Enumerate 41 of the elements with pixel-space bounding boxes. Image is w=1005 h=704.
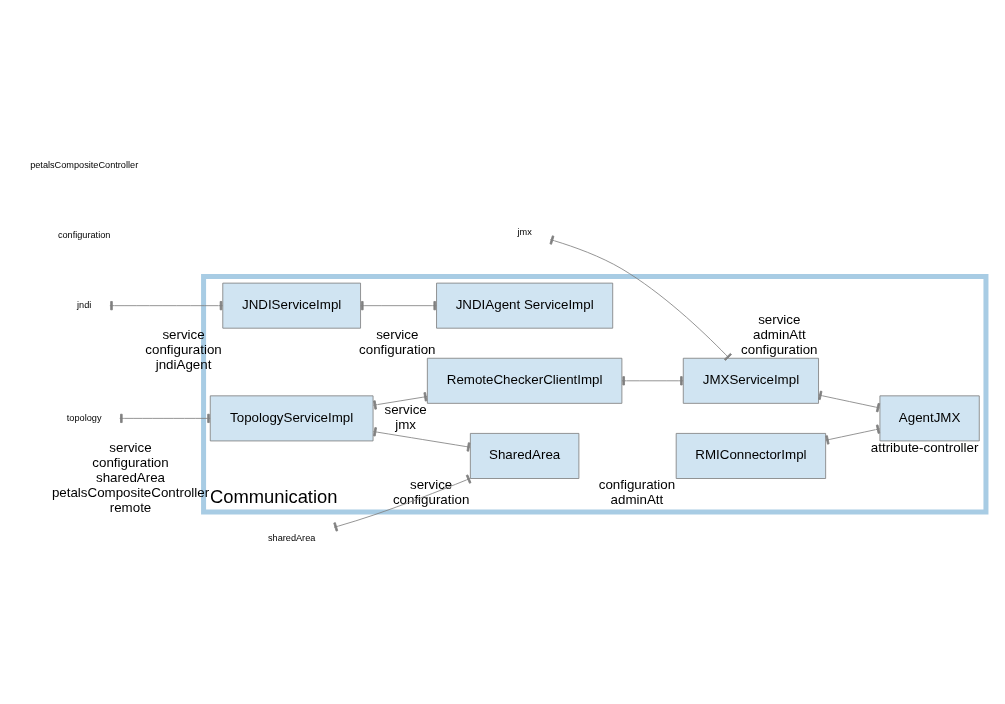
- node-text: jndi: [77, 300, 92, 310]
- node-label: service: [384, 402, 427, 418]
- node-label: configuration: [359, 341, 436, 357]
- node-box: JNDIServiceImpl: [222, 282, 361, 329]
- node-box: RMIConnectorImpl: [675, 433, 827, 479]
- node-label: service: [758, 311, 801, 327]
- node-label: service: [409, 477, 453, 493]
- node-box: JNDIAgent ServiceImpl: [436, 282, 614, 329]
- node-label: service: [109, 439, 152, 455]
- connector: [372, 427, 471, 452]
- connector: [119, 413, 211, 423]
- node-label: petalsCompositeController: [51, 484, 210, 500]
- node-label: service: [162, 326, 205, 342]
- node-text: topology: [66, 412, 102, 423]
- connector: [360, 301, 437, 311]
- node-label: configuration: [598, 477, 676, 493]
- node-label: sharedArea: [96, 469, 166, 485]
- connector: [109, 301, 224, 311]
- connector: [333, 474, 472, 532]
- node-label: adminAtt: [752, 326, 806, 342]
- node-label: jmx: [395, 417, 417, 433]
- node-label: jndiAgent: [155, 356, 212, 372]
- connector: [825, 424, 881, 445]
- node-label: configuration: [92, 454, 169, 470]
- connector: [818, 390, 881, 413]
- node-label: configuration: [741, 341, 818, 357]
- label: configuration: [57, 229, 111, 240]
- node-label: adminAtt: [610, 492, 664, 508]
- connector: [372, 392, 428, 410]
- connector: [549, 235, 732, 361]
- node-box: SharedArea: [469, 433, 580, 479]
- node-label: attribute-controller: [870, 439, 979, 455]
- node-label: configuration: [145, 341, 222, 357]
- connector: [621, 376, 684, 386]
- label: petalsCompositeController: [30, 159, 139, 170]
- node-label: configuration: [392, 492, 470, 508]
- node-label: remote: [109, 499, 152, 515]
- node-text: sharedArea: [267, 532, 316, 543]
- node-box: AgentJMX: [879, 395, 980, 442]
- node-label: service: [376, 326, 419, 342]
- node-text: jmx: [517, 227, 532, 238]
